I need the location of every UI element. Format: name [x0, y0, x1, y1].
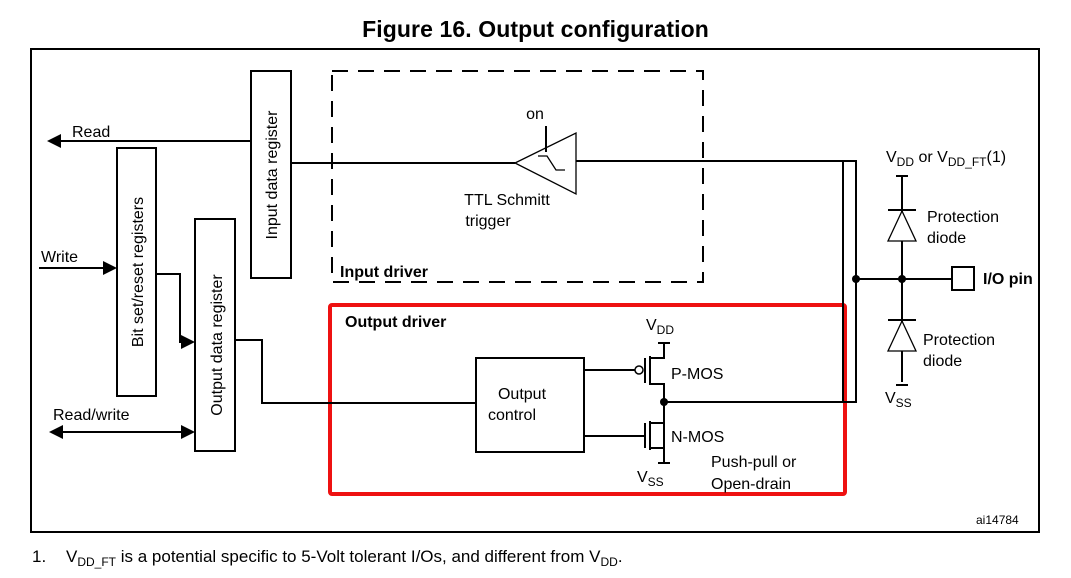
- pmos-source: [650, 343, 665, 359]
- bsrr-to-odr-arrowhead-icon: [181, 335, 195, 349]
- bit-set-reset-registers: [116, 147, 157, 397]
- write-label: Write: [41, 249, 78, 266]
- pmos-drain-nmos: [650, 383, 665, 449]
- read-arrowhead-icon: [47, 134, 61, 148]
- vdd-or-vddft-label: VDD or VDD_FT(1): [886, 149, 1006, 169]
- bit-set-reset-label: Bit set/reset registers: [130, 197, 147, 347]
- upper-diode-label-2: diode: [927, 230, 966, 247]
- read-write-label: Read/write: [53, 407, 130, 424]
- read-write-right-arrowhead-icon: [181, 425, 195, 439]
- footnote-sub-ddft: DD_FT: [77, 555, 117, 569]
- output-data-register-label: Output data register: [209, 274, 226, 416]
- odr-to-output-control-line: [235, 339, 476, 404]
- lower-diode-label-1: Protection: [923, 332, 995, 349]
- input-driver-label: Input driver: [340, 264, 428, 281]
- output-driver-label: Output driver: [345, 314, 446, 331]
- schmitt-label-1: TTL Schmitt: [464, 192, 550, 209]
- footnote-sub-dd: DD: [600, 555, 618, 569]
- lower-protection-diode-icon: [886, 319, 918, 352]
- hysteresis-glyph-icon: [538, 155, 565, 171]
- footnote-end: .: [617, 547, 623, 566]
- read-write-left-arrowhead-icon: [49, 425, 63, 439]
- diode-vss-label: VSS: [885, 390, 912, 410]
- upper-protection-diode-icon: [886, 209, 918, 242]
- lower-diode-label-2: diode: [923, 353, 962, 370]
- figure-title: Figure 16. Output configuration: [362, 16, 709, 42]
- drive-mode-label-2: Open-drain: [711, 476, 791, 493]
- write-arrowhead-icon: [103, 261, 117, 275]
- drive-mode-label-1: Push-pull or: [711, 454, 797, 471]
- output-data-register: [194, 218, 236, 452]
- footnote-v: V: [66, 547, 78, 566]
- io-pin-icon: [951, 266, 975, 291]
- input-data-register-label: Input data register: [264, 110, 281, 240]
- output-control-label-1: Output: [498, 386, 547, 403]
- nmos-vss-label: VSS: [637, 469, 664, 489]
- upper-diode-label-1: Protection: [927, 209, 999, 226]
- footnote: 1.VDD_FT is a potential specific to 5-Vo…: [32, 547, 623, 569]
- io-pin-label: I/O pin: [983, 271, 1033, 288]
- bsrr-to-odr-line: [156, 273, 184, 343]
- pmos-label: P-MOS: [671, 366, 723, 383]
- pin-bus-line: [843, 160, 857, 403]
- nmos-source: [650, 447, 665, 463]
- output-control-block: [475, 357, 585, 453]
- schmitt-on-label: on: [526, 106, 544, 123]
- schmitt-label-2: trigger: [465, 213, 511, 230]
- footnote-text: is a potential specific to 5-Volt tolera…: [116, 547, 590, 566]
- figure-id: ai14784: [976, 513, 1019, 527]
- output-driver-box: [328, 303, 847, 496]
- input-driver-box: [331, 70, 704, 283]
- read-label: Read: [72, 124, 110, 141]
- footnote-number: 1.: [32, 547, 47, 566]
- pmos-vdd-label: VDD: [646, 317, 674, 337]
- output-control-label-2: control: [488, 407, 536, 424]
- input-data-register: [250, 70, 292, 279]
- pmos-bubble-icon: [634, 365, 644, 375]
- outer-frame: [30, 48, 1040, 533]
- nmos-label: N-MOS: [671, 429, 724, 446]
- footnote-v2: V: [589, 547, 601, 566]
